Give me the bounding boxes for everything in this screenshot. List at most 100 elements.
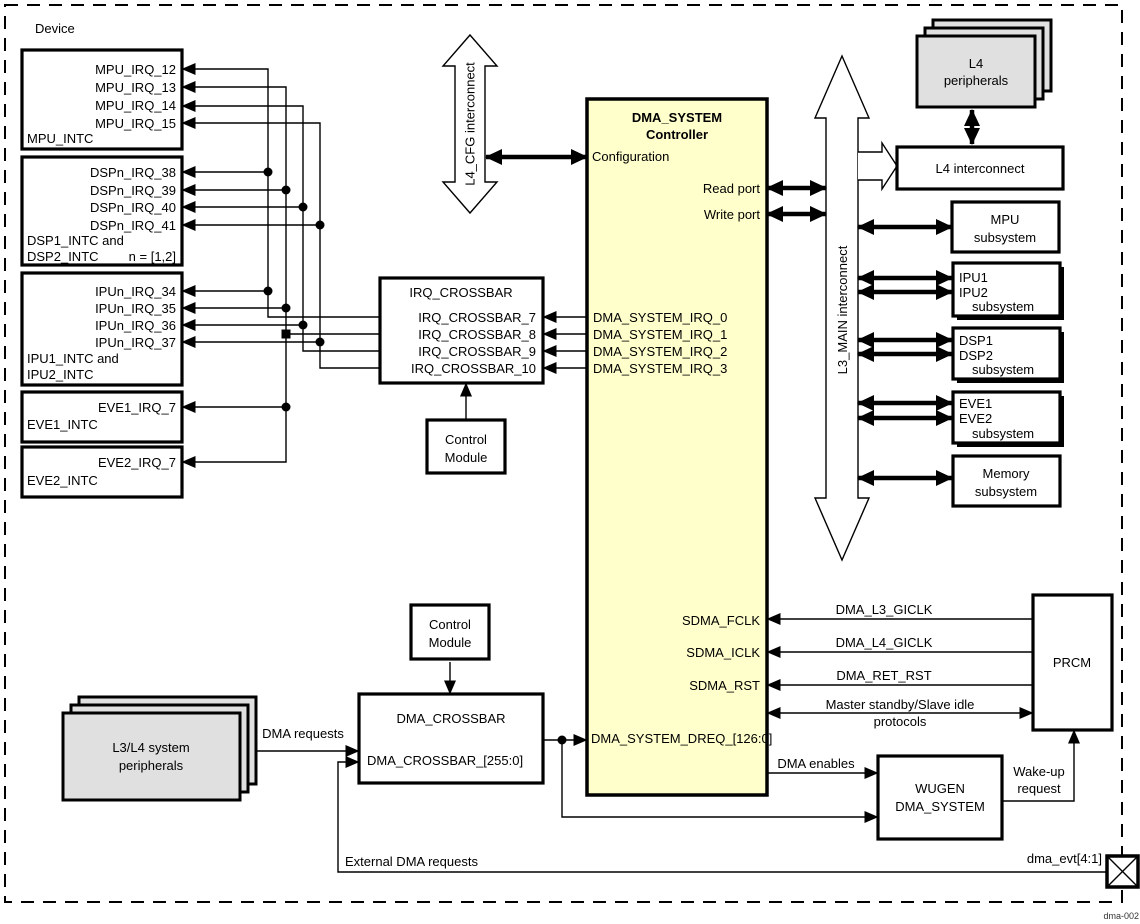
l3-main-interconnect-label: L3_MAIN interconnect [835,245,850,374]
dreq-label: DMA_SYSTEM_DREQ_[126:0] [591,731,772,746]
l3l4-peripherals-box-front [61,711,242,802]
l4-cfg-interconnect-label: L4_CFG interconnect [463,62,478,186]
request-wires [256,729,1107,873]
standby-idle-label1: Master standby/Slave idle [826,697,975,712]
external-dma-requests-label: External DMA requests [345,854,478,869]
wire-wakeup-request [1002,729,1080,802]
dsp-irq-38: DSPn_IRQ_38 [90,165,176,180]
dma-requests-label: DMA requests [262,726,344,741]
wire-xbar7-column [181,63,380,318]
sdma-iclk-label: SDMA_ICLK [686,645,760,660]
wire-external-dma-requests [337,756,1107,873]
dma-system-controller-box [585,97,769,797]
dma-l4-giclk-label: DMA_L4_GICLK [836,635,933,650]
ipu-subsystem-line2: IPU2 [959,285,988,300]
eve-subsystem-line1: EVE1 [959,396,992,411]
irq-crossbar-9: IRQ_CROSSBAR_9 [418,344,536,359]
prcm-box [1031,593,1114,732]
dma-crossbar-title: DMA_CROSSBAR [396,711,505,726]
l3l4-peripherals-line1: L3/L4 system [112,740,189,755]
l3-to-l4-branch-arrow [858,140,898,192]
mpu-irq-12: MPU_IRQ_12 [95,62,176,77]
l4-interconnect-label: L4 interconnect [936,161,1025,176]
write-port-label: Write port [704,207,760,222]
wugen-line1: WUGEN [915,781,965,796]
wire-xbar10-column [181,117,380,369]
wakeup-label2: request [1017,781,1061,796]
dsp-subsystem-line1: DSP1 [959,333,993,348]
eve1-intc-box [20,390,184,444]
mpu-subsystem-line1: MPU [991,212,1020,227]
mpu-irq-14: MPU_IRQ_14 [95,98,176,113]
irq-routing-wires [181,63,380,468]
control-module-top-box [425,418,507,475]
control-module-bottom-box [409,603,491,661]
wire-xbar8-column [181,81,287,468]
eve2-irq-7: EVE2_IRQ_7 [98,455,176,470]
dsp-irq-40: DSPn_IRQ_40 [90,200,176,215]
l4-peripherals-box-front [915,34,1037,109]
dma-system-title1: DMA_SYSTEM [632,110,722,125]
configuration-label: Configuration [592,149,669,164]
standby-idle-label2: protocols [874,714,927,729]
dma-enables-label: DMA enables [777,756,855,771]
irq-crossbar-10: IRQ_CROSSBAR_10 [411,361,536,376]
dma-system-irq1: DMA_SYSTEM_IRQ_1 [593,327,727,342]
eve1-intc-title: EVE1_INTC [27,417,98,432]
read-port-label: Read port [703,181,760,196]
wakeup-label1: Wake-up [1013,764,1065,779]
wire-crossbar-to-wugen [561,740,879,823]
ipu-irq-36: IPUn_IRQ_36 [95,318,176,333]
prcm-title: PRCM [1053,655,1091,670]
bus-arrows [485,109,980,486]
eve2-intc-box [20,445,184,499]
dma-l3-giclk-label: DMA_L3_GICLK [836,602,933,617]
wugen-line2: DMA_SYSTEM [895,799,985,814]
ipu-irq-34: IPUn_IRQ_34 [95,284,176,299]
l3-main-interconnect-arrow [813,54,871,562]
dma-evt-label: dma_evt[4:1] [1027,851,1102,866]
dma-system-irq3: DMA_SYSTEM_IRQ_3 [593,361,727,376]
dma-irq-wires [542,311,587,374]
dsp-irq-39: DSPn_IRQ_39 [90,183,176,198]
control-module-top-line1: Control [445,432,487,447]
device-label: Device [35,21,75,36]
ipu-subsystem-line1: IPU1 [959,270,988,285]
dsp-intc-title1: DSP1_INTC and [27,233,124,248]
dsp-subsystem-box [951,326,1062,381]
memory-subsystem-box [951,454,1062,508]
dma-crossbar-range: DMA_CROSSBAR_[255:0] [367,753,523,768]
dma-crossbar-box [357,692,545,785]
l3l4-peripherals-line2: peripherals [119,758,184,773]
dma-system-irq2: DMA_SYSTEM_IRQ_2 [593,344,727,359]
dsp-subsystem-line3: subsystem [972,362,1034,377]
eve2-intc-title: EVE2_INTC [27,473,98,488]
sdma-fclk-label: SDMA_FCLK [682,613,760,628]
ipu-intc-title1: IPU1_INTC and [27,351,119,366]
l4-peripherals-line1: L4 [969,56,983,71]
l3l4-peripherals-stack [61,695,258,802]
irq-crossbar-title: IRQ_CROSSBAR [409,285,512,300]
l4-interconnect-box [895,145,1065,191]
prcm-wires [766,613,1034,719]
ipu-subsystem-box [951,261,1062,318]
dsp-irq-41: DSPn_IRQ_41 [90,218,176,233]
wugen-box [876,754,1004,841]
dsp-intc-title2: DSP2_INTC [27,249,99,264]
dma-system-irq0: DMA_SYSTEM_IRQ_0 [593,310,727,325]
device-boundary [4,4,1123,903]
memory-subsystem-line1: Memory [983,466,1030,481]
ipu-irq-37: IPUn_IRQ_37 [95,335,176,350]
irq-crossbar-box [378,276,545,385]
dsp-intc-note: n = [1,2] [129,249,176,264]
memory-subsystem-line2: subsystem [975,484,1037,499]
irq-crossbar-8: IRQ_CROSSBAR_8 [418,327,536,342]
mpu-subsystem-line2: subsystem [974,230,1036,245]
mpu-intc-box [20,48,184,151]
control-module-bottom-line1: Control [429,617,471,632]
dma-evt-pin-icon [1105,854,1140,889]
ipu-intc-title2: IPU2_INTC [27,367,93,382]
ipu-irq-35: IPUn_IRQ_35 [95,301,176,316]
eve-subsystem-box [951,390,1062,445]
